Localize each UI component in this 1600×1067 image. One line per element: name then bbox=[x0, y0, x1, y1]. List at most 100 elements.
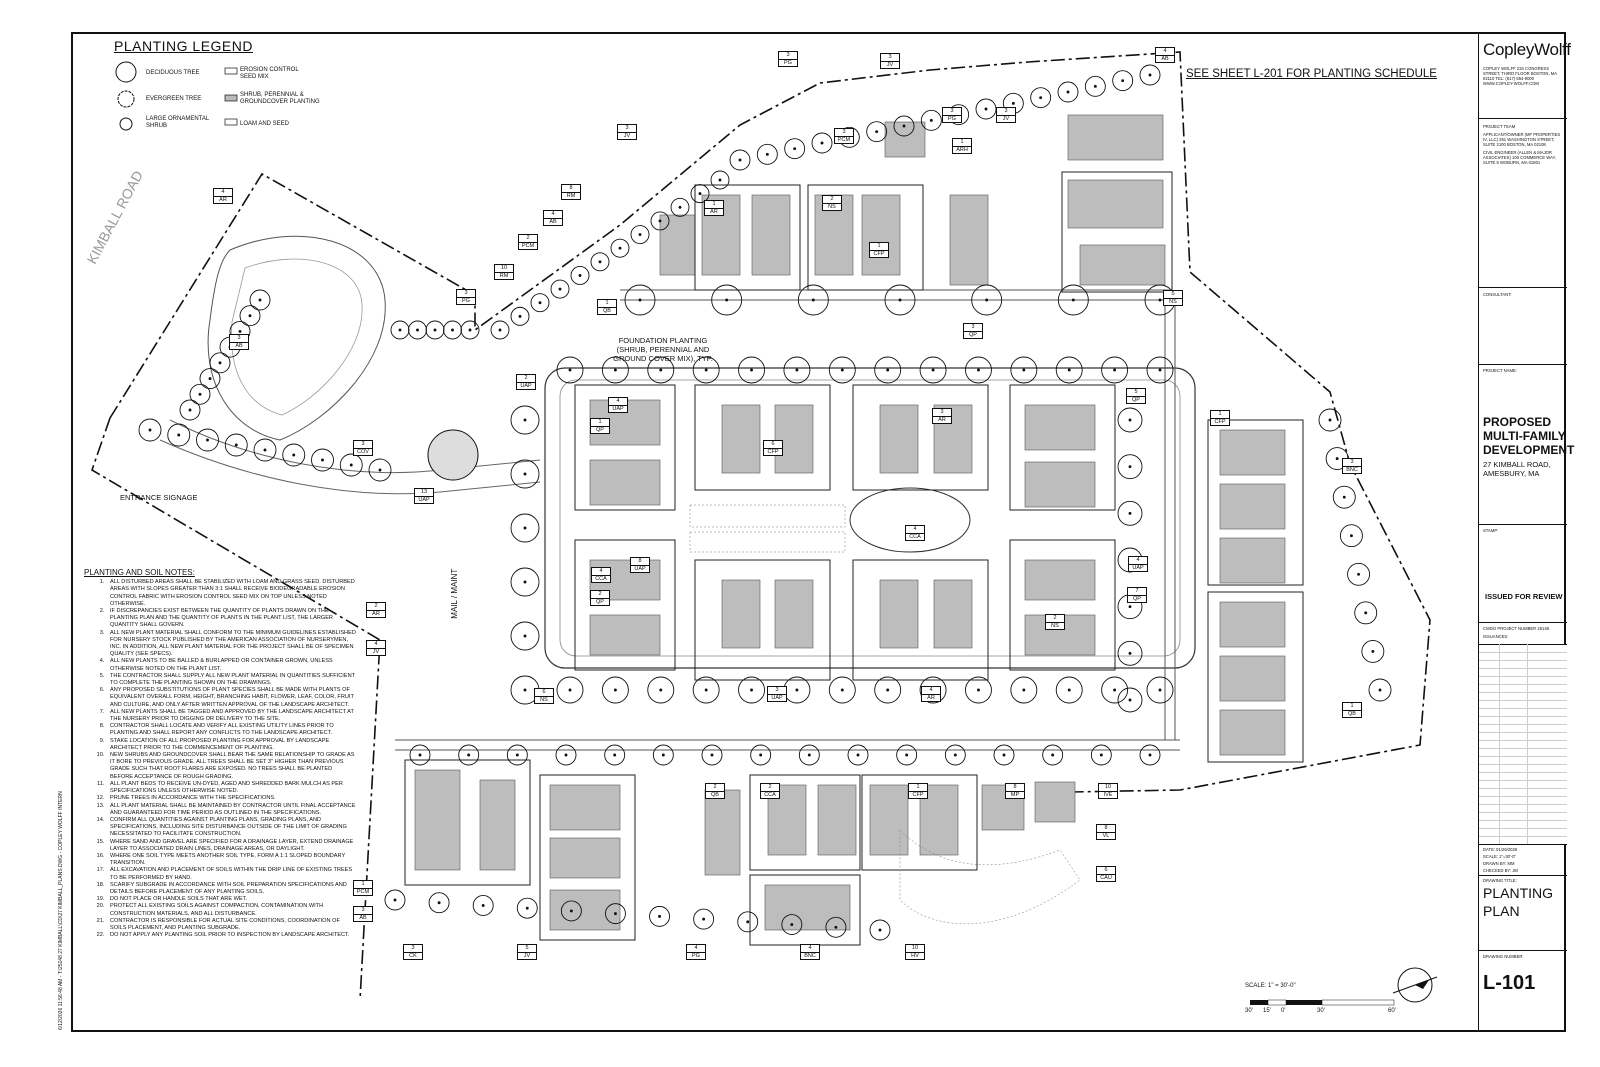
tag-quantity: 4 bbox=[801, 945, 819, 953]
tag-code: NS bbox=[1051, 622, 1059, 629]
issuances-label: ISSUANCES: bbox=[1483, 634, 1509, 639]
tree-symbol bbox=[460, 320, 480, 340]
tree-symbol bbox=[630, 225, 650, 244]
tree-symbol bbox=[811, 132, 833, 154]
tag-quantity: 2 bbox=[706, 784, 724, 792]
note-item: ANY PROPOSED SUBSTITUTIONS OF PLANT SPEC… bbox=[106, 687, 356, 709]
tree-center bbox=[349, 463, 353, 467]
tree-center bbox=[614, 912, 617, 916]
tag-quantity: 6 bbox=[764, 441, 782, 449]
tree-center bbox=[658, 219, 662, 223]
tag-quantity: 3 bbox=[964, 324, 982, 332]
site-plan: KIMBALL ROAD bbox=[84, 51, 1438, 1006]
scale-tick: 15' bbox=[1263, 1008, 1271, 1014]
tree-center bbox=[258, 298, 262, 302]
tree-center bbox=[569, 909, 573, 913]
scale-tick: 30' bbox=[1245, 1008, 1253, 1014]
tree-center bbox=[618, 246, 622, 250]
tag-quantity: 3 bbox=[354, 907, 372, 915]
legend-shrub: SHRUB, PERENNIAL & GROUNDCOVER PLANTING bbox=[240, 92, 320, 105]
tag-code: COV bbox=[357, 448, 369, 455]
tag-quantity: 8 bbox=[1006, 784, 1024, 792]
tree-symbol bbox=[1361, 639, 1385, 663]
legend-symbols bbox=[115, 61, 238, 131]
tree-symbol bbox=[1010, 676, 1038, 704]
tree-symbol bbox=[647, 676, 675, 704]
tree-symbol bbox=[884, 284, 916, 316]
tag-quantity: 1 bbox=[598, 300, 616, 308]
tag-quantity: 3 bbox=[457, 290, 475, 298]
note-item: SCARIFY SUBGRADE IN ACCORDANCE WITH SOIL… bbox=[106, 882, 356, 896]
tag-code: MP bbox=[1010, 791, 1020, 798]
tag-quantity: 4 bbox=[1156, 48, 1174, 56]
foundation-callout: FOUNDATION PLANTING (SHRUB, PERENNIAL AN… bbox=[613, 336, 713, 363]
tag-code: BNC bbox=[804, 952, 816, 959]
tree-center bbox=[523, 688, 527, 692]
tag-code: JV bbox=[623, 132, 631, 139]
tag-code: CAU bbox=[1100, 874, 1112, 881]
tree-center bbox=[1158, 688, 1162, 692]
tree-symbol bbox=[874, 676, 902, 704]
tree-center bbox=[518, 314, 522, 318]
drawing-title: PLANTING PLAN bbox=[1483, 885, 1554, 919]
tag-code: JV bbox=[372, 648, 380, 655]
building-footprints bbox=[414, 114, 1286, 931]
project-address: 27 KIMBALL ROAD, AMESBURY, MA bbox=[1483, 460, 1551, 478]
tree-center bbox=[523, 634, 527, 638]
tree-symbol bbox=[253, 438, 277, 462]
tree-symbol bbox=[510, 567, 540, 597]
tree-symbol bbox=[570, 266, 590, 285]
tree-symbol bbox=[738, 356, 765, 384]
tree-symbol bbox=[756, 143, 778, 165]
tag-quantity: 1 bbox=[909, 784, 927, 792]
tree-center bbox=[638, 233, 642, 236]
firm-logo: CopleyWolff bbox=[1483, 40, 1571, 59]
tree-center bbox=[1051, 753, 1055, 757]
tree-symbol bbox=[1354, 601, 1378, 625]
tree-center bbox=[1158, 298, 1162, 302]
tree-center bbox=[523, 526, 527, 530]
tree-symbol bbox=[647, 356, 675, 384]
tree-center bbox=[613, 753, 617, 757]
tag-quantity: 1 bbox=[354, 881, 372, 889]
tree-symbol bbox=[1042, 744, 1064, 766]
tag-code: QB bbox=[1348, 710, 1356, 717]
tree-symbol bbox=[425, 320, 445, 340]
tag-quantity: 2 bbox=[1046, 615, 1064, 623]
tag-code: BNC bbox=[1346, 466, 1358, 473]
tag-code: JV bbox=[886, 61, 894, 68]
tree-symbol bbox=[368, 458, 392, 482]
tag-quantity: 3 bbox=[997, 108, 1015, 116]
see-sheet-note: SEE SHEET L-201 FOR PLANTING SCHEDULE bbox=[1186, 68, 1437, 80]
tree-symbol bbox=[560, 900, 582, 922]
tree-symbol bbox=[604, 744, 626, 766]
tag-quantity: 4 bbox=[1129, 557, 1147, 565]
tag-quantity: 10 bbox=[1099, 784, 1117, 792]
note-item: STAKE LOCATION OF ALL PROPOSED PLANTING … bbox=[106, 738, 356, 752]
tree-center bbox=[790, 923, 794, 926]
tree-center bbox=[834, 925, 838, 929]
tree-center bbox=[750, 368, 753, 372]
tree-center bbox=[898, 298, 902, 302]
note-item: ALL DISTURBED AREAS SHALL BE STABILIZED … bbox=[106, 579, 356, 608]
tag-code: HV bbox=[911, 952, 919, 959]
tree-symbol bbox=[408, 320, 427, 340]
project-number: CWDG PROJECT NUMBER 25148 bbox=[1483, 626, 1550, 631]
tree-center bbox=[238, 329, 242, 333]
tree-center bbox=[638, 298, 642, 302]
tree-center bbox=[1113, 688, 1117, 692]
tree-symbol bbox=[1030, 87, 1052, 109]
tree-symbol bbox=[555, 744, 577, 766]
tree-center bbox=[1128, 651, 1132, 655]
tree-symbol bbox=[737, 911, 759, 933]
tree-symbol bbox=[601, 676, 629, 704]
tag-code: UAP bbox=[1132, 564, 1144, 571]
